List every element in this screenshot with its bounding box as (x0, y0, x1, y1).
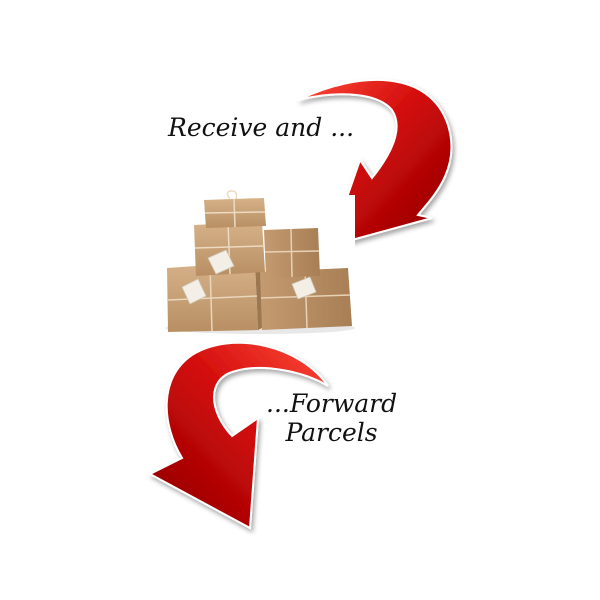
forward-caption-line-2: Parcels (285, 417, 378, 447)
parcel-box (264, 228, 320, 278)
parcel-tag (181, 278, 207, 305)
parcel-tag (207, 249, 235, 275)
parcel-stack-image (165, 190, 355, 335)
parcel-box (167, 262, 262, 332)
forward-caption-line-1: ...Forward (266, 389, 398, 418)
curved-arrow-down-left-icon (297, 79, 453, 248)
parcel-box (204, 190, 266, 228)
receive-caption: Receive and ... (168, 113, 355, 142)
forward-caption: ...Forward Parcels (266, 389, 398, 448)
curved-arrow-down-right-icon (147, 341, 329, 530)
parcel-tag (291, 276, 317, 300)
